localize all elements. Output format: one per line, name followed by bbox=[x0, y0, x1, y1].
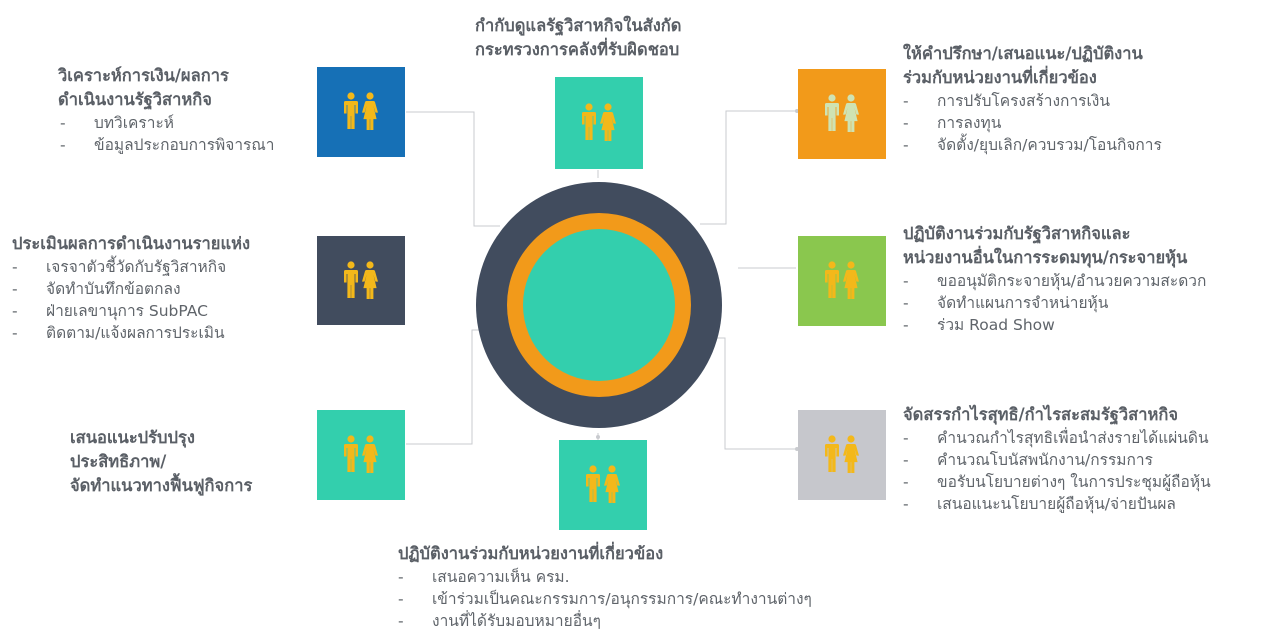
connector-right1 bbox=[700, 110, 796, 225]
list-item: -ขออนุมัติกระจายหุ้น/อำนวยความสะดวก bbox=[903, 272, 1207, 290]
list-item: -จัดทำบันทึกข้อตกลง bbox=[12, 280, 181, 298]
center-inner-circle bbox=[523, 229, 675, 381]
male-female-icon bbox=[581, 463, 625, 507]
connector-left1 bbox=[406, 111, 500, 227]
right1-block: ให้คำปรึกษา/เสนอแนะ/ปฏิบัติงาน ร่วมกับหน… bbox=[903, 42, 1162, 156]
box-teal-left bbox=[317, 410, 405, 500]
list-item: -เสนอแนะนโยบายผู้ถือหุ้น/จ่ายปันผล bbox=[903, 495, 1176, 513]
right1-title-line-1: ให้คำปรึกษา/เสนอแนะ/ปฏิบัติงาน bbox=[903, 44, 1143, 63]
top-title-line-2: กระทรวงการคลังที่รับผิดชอบ bbox=[475, 40, 680, 59]
list-item: -ขอรับนโยบายต่างๆ ในการประชุมผู้ถือหุ้น bbox=[903, 473, 1211, 491]
list-item: -เสนอความเห็น ครม. bbox=[398, 568, 570, 586]
bottom-block: ปฏิบัติงานร่วมกับหน่วยงานที่เกี่ยวข้อง -… bbox=[398, 542, 812, 632]
box-slate bbox=[317, 236, 405, 325]
list-item: -เจรจาตัวชี้วัดกับรัฐวิสาหกิจ bbox=[12, 258, 227, 276]
list-item: -งานที่ได้รับมอบหมายอื่นๆ bbox=[398, 612, 601, 630]
left1-title-line-2: ดำเนินงานรัฐวิสาหกิจ bbox=[58, 90, 212, 109]
male-female-icon bbox=[820, 92, 864, 136]
list-item: -ฝ่ายเลขานุการ SubPAC bbox=[12, 302, 208, 320]
list-item: -ติดตาม/แจ้งผลการประเมิน bbox=[12, 324, 225, 342]
right2-title-line-1: ปฏิบัติงานร่วมกับรัฐวิสาหกิจและ bbox=[903, 224, 1131, 243]
list-item: -ข้อมูลประกอบการพิจารณา bbox=[60, 136, 275, 154]
list-item: -คำนวณกำไรสุทธิเพื่อนำส่งรายได้แผ่นดิน bbox=[903, 429, 1209, 447]
list-item: -คำนวณโบนัสพนักงาน/กรรมการ bbox=[903, 451, 1153, 469]
right3-title: จัดสรรกำไรสุทธิ/กำไรสะสมรัฐวิสาหกิจ bbox=[903, 405, 1179, 424]
list-item: -บทวิเคราะห์ bbox=[60, 114, 174, 132]
right3-block: จัดสรรกำไรสุทธิ/กำไรสะสมรัฐวิสาหกิจ -คำน… bbox=[903, 403, 1211, 515]
box-green bbox=[798, 236, 886, 326]
box-grey bbox=[798, 410, 886, 500]
top-title-line-1: กำกับดูแลรัฐวิสาหกิจในสังกัด bbox=[475, 16, 682, 35]
box-blue bbox=[317, 67, 405, 157]
list-item: -ร่วม Road Show bbox=[903, 316, 1055, 334]
left2-block: ประเมินผลการดำเนินงานรายแห่ง -เจรจาตัวชี… bbox=[12, 232, 250, 344]
right1-title-line-2: ร่วมกับหน่วยงานที่เกี่ยวข้อง bbox=[903, 68, 1097, 87]
male-female-icon bbox=[339, 259, 383, 303]
box-orange bbox=[798, 69, 886, 159]
list-item: -เข้าร่วมเป็นคณะกรรมการ/อนุกรรมการ/คณะทำ… bbox=[398, 590, 812, 608]
male-female-icon bbox=[339, 433, 383, 477]
list-item: -การลงทุน bbox=[903, 114, 1002, 132]
list-item: -การปรับโครงสร้างการเงิน bbox=[903, 92, 1110, 110]
left1-title-line-1: วิเคราะห์การเงิน/ผลการ bbox=[58, 66, 229, 85]
bottom-title: ปฏิบัติงานร่วมกับหน่วยงานที่เกี่ยวข้อง bbox=[398, 544, 664, 563]
male-female-icon bbox=[820, 259, 864, 303]
left3-title-line-1: เสนอแนะปรับปรุง bbox=[70, 428, 195, 447]
right2-title-line-2: หน่วยงานอื่นในการระดมทุน/กระจายหุ้น bbox=[903, 248, 1188, 267]
left2-title: ประเมินผลการดำเนินงานรายแห่ง bbox=[12, 234, 251, 253]
right2-block: ปฏิบัติงานร่วมกับรัฐวิสาหกิจและ หน่วยงาน… bbox=[903, 222, 1206, 336]
male-female-icon bbox=[577, 101, 621, 145]
list-item: -จัดทำแผนการจำหน่ายหุ้น bbox=[903, 294, 1109, 312]
left3-block: เสนอแนะปรับปรุง ประสิทธิภาพ/ จัดทำแนวทาง… bbox=[70, 426, 252, 498]
box-teal-top bbox=[555, 77, 643, 169]
male-female-icon bbox=[820, 433, 864, 477]
left3-title-line-2: ประสิทธิภาพ/ bbox=[70, 452, 167, 471]
male-female-icon bbox=[339, 90, 383, 134]
left3-title-line-3: จัดทำแนวทางฟื้นฟูกิจการ bbox=[70, 476, 253, 495]
box-teal-bottom bbox=[559, 440, 647, 530]
list-item: -จัดตั้ง/ยุบเลิก/ควบรวม/โอนกิจการ bbox=[903, 136, 1162, 154]
top-block: กำกับดูแลรัฐวิสาหกิจในสังกัด กระทรวงการค… bbox=[475, 14, 681, 62]
left1-block: วิเคราะห์การเงิน/ผลการ ดำเนินงานรัฐวิสาห… bbox=[58, 64, 274, 156]
